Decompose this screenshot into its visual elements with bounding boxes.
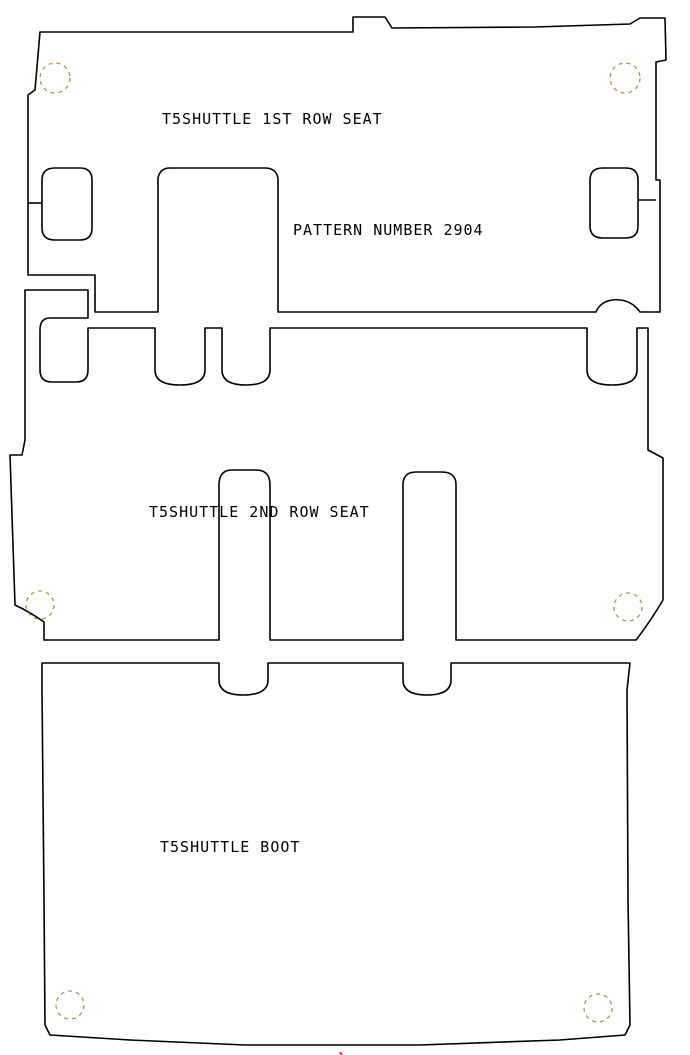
pattern-number-label: PATTERN NUMBER 2904 bbox=[293, 221, 484, 239]
mount-hole bbox=[25, 590, 55, 620]
slot-left bbox=[41, 167, 93, 241]
piece-1st-row-seat: T5SHUTTLE 1ST ROW SEAT PATTERN NUMBER 29… bbox=[27, 16, 667, 313]
piece-1-outline bbox=[27, 16, 667, 313]
slot-right bbox=[589, 167, 639, 239]
mount-hole bbox=[609, 62, 641, 94]
mount-hole bbox=[55, 990, 85, 1020]
piece-2-label: T5SHUTTLE 2ND ROW SEAT bbox=[149, 503, 370, 521]
mount-hole bbox=[613, 592, 643, 622]
mount-hole bbox=[39, 62, 71, 94]
piece-2nd-row-seat: T5SHUTTLE 2ND ROW SEAT bbox=[9, 289, 664, 641]
piece-boot: T5SHUTTLE BOOT bbox=[41, 662, 631, 1046]
piece-2-outline bbox=[9, 289, 664, 641]
piece-1-label: T5SHUTTLE 1ST ROW SEAT bbox=[162, 110, 383, 128]
piece-3-outline bbox=[41, 662, 631, 1046]
mount-hole bbox=[583, 993, 613, 1023]
piece-3-label: T5SHUTTLE BOOT bbox=[160, 838, 300, 856]
